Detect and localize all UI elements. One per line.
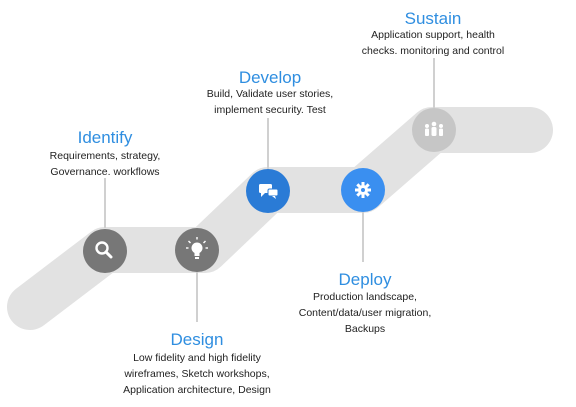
- sustain-description: Application support, health checks. moni…: [361, 29, 505, 57]
- design-title: Design: [170, 330, 224, 349]
- sustain-title: Sustain: [404, 9, 462, 28]
- gear-icon: [355, 182, 371, 198]
- search-icon: [95, 241, 113, 259]
- sustain-node: [412, 108, 456, 152]
- lightbulb-icon: [186, 237, 208, 259]
- deploy-node: [341, 168, 385, 212]
- deploy-description: Production landscape, Content/data/user …: [298, 291, 432, 335]
- identify-description: Requirements, strategy, Governance. work…: [49, 150, 161, 178]
- identify-node: [83, 229, 127, 273]
- develop-title: Develop: [238, 68, 302, 87]
- deploy-title: Deploy: [338, 270, 392, 289]
- people-icon: [425, 121, 443, 136]
- develop-description: Build, Validate user stories, implement …: [206, 88, 334, 116]
- chat-icon: [259, 184, 279, 199]
- develop-node: [246, 169, 290, 213]
- identify-title: Identify: [77, 128, 133, 147]
- design-node: [175, 228, 219, 272]
- design-description: Low fidelity and high fidelity wireframe…: [123, 352, 271, 396]
